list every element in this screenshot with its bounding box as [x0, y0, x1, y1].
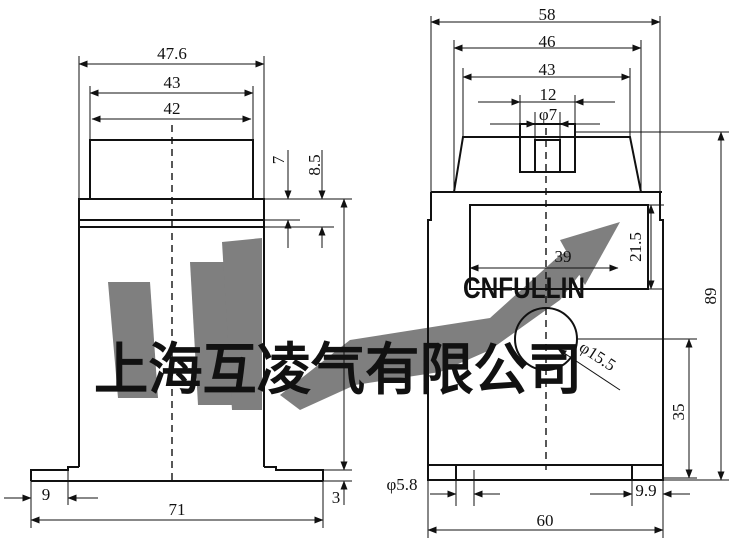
- dim-width-inner: 42: [164, 99, 181, 118]
- dim-step-7: 7: [269, 155, 288, 164]
- right-top-slot: [519, 123, 576, 173]
- logo-bar-1: [108, 282, 158, 398]
- dim-base-thickness: 3: [332, 488, 341, 507]
- dim-hole-height: 35: [669, 404, 688, 421]
- dim-window-height: 21.5: [626, 232, 645, 262]
- dim-base-length: 71: [169, 500, 186, 519]
- dim-slot-width: 12: [540, 85, 557, 104]
- dim-foot-width: 9: [42, 485, 51, 504]
- logo-bar-3: [222, 238, 262, 410]
- right-top-taper: [431, 136, 662, 193]
- logo-swoosh-body: [280, 235, 610, 410]
- dim-foot-offset: 9.9: [635, 481, 656, 500]
- dim-width-43: 43: [539, 60, 556, 79]
- dim-step-8-5: 8.5: [305, 154, 324, 175]
- dim-top-width: 58: [539, 5, 556, 24]
- dim-slot-hole: φ7: [539, 105, 558, 124]
- dim-mount-hole: φ5.8: [386, 475, 417, 494]
- watermark-brand: CNFULLIN: [463, 272, 585, 305]
- watermark-text: CNFULLIN 上海互凌气有限公司: [94, 272, 585, 403]
- dim-window-width: 39: [555, 247, 572, 266]
- left-foot-right: [264, 466, 324, 481]
- dim-leader-phi15-5: [557, 348, 621, 391]
- dim-hole-dia: φ15.5: [576, 337, 620, 374]
- right-view: 58 46 43 12 φ7 21.5 39: [386, 5, 729, 538]
- left-foot-left: [30, 466, 79, 481]
- left-view: 47.6 43 42 7 8.5 3 9 71: [4, 44, 352, 528]
- dim-width-outer: 47.6: [157, 44, 187, 63]
- dim-width-mid: 43: [164, 73, 181, 92]
- right-slot-hole: [534, 139, 561, 173]
- dim-width-46: 46: [539, 32, 556, 51]
- dim-total-height: 89: [701, 288, 720, 305]
- logo-swoosh-arrow: [560, 222, 620, 285]
- watermark-logo: [108, 222, 620, 410]
- watermark-company: 上海互凌气有限公司: [94, 338, 582, 403]
- dim-base-width: 60: [537, 511, 554, 530]
